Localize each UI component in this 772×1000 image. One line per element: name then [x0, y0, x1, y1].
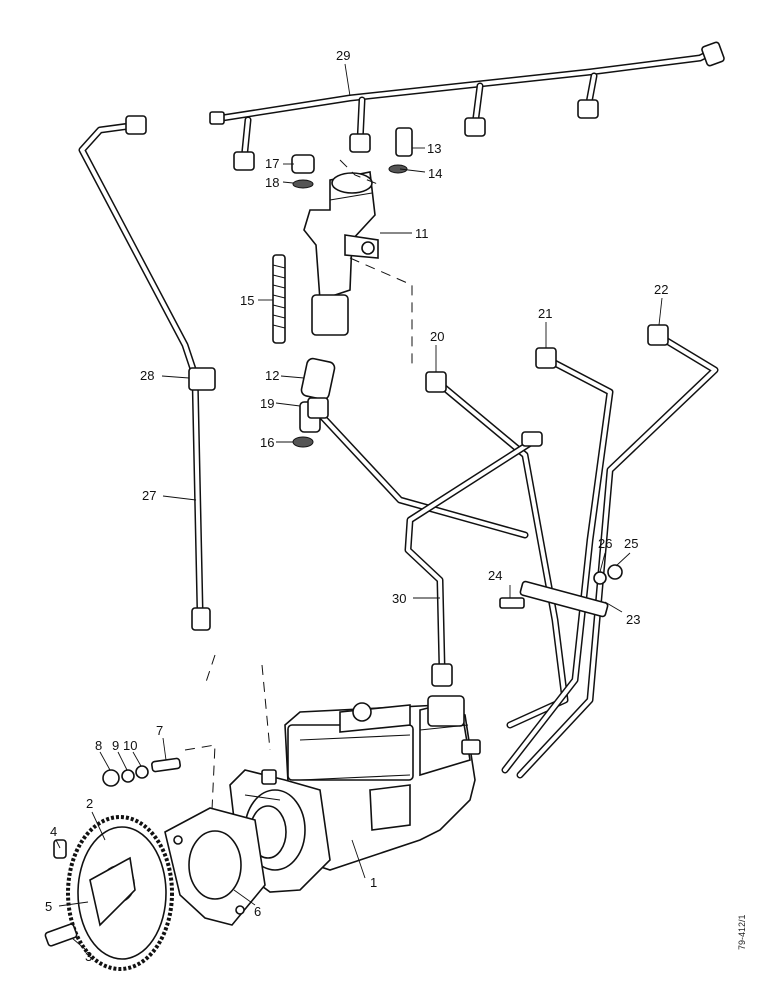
pipe-clamp-23: [519, 580, 609, 618]
washer-14: [388, 164, 408, 174]
callout-1: 1: [370, 875, 377, 890]
callout-21: 21: [538, 306, 552, 321]
callout-14: 14: [428, 166, 442, 181]
pipe-clip-28: [188, 367, 216, 391]
callout-2: 2: [86, 796, 93, 811]
callout-25: 25: [624, 536, 638, 551]
callout-19: 19: [260, 396, 274, 411]
callout-23: 23: [626, 612, 640, 627]
callout-4: 4: [50, 824, 57, 839]
key-4: [53, 839, 67, 859]
callout-5: 5: [45, 899, 52, 914]
leak-off-pipe-29: [209, 41, 725, 171]
hub-plate-5: [89, 856, 136, 927]
washer-10: [135, 765, 149, 779]
union-13: [395, 127, 413, 157]
washer-26: [593, 571, 607, 585]
callout-29: 29: [336, 48, 350, 63]
callout-13: 13: [427, 141, 441, 156]
callout-7: 7: [156, 723, 163, 738]
pipe-27: [78, 115, 211, 631]
leader-lines: [55, 63, 663, 951]
washer-18: [292, 179, 314, 189]
callout-3: 3: [85, 949, 92, 964]
callout-22: 22: [654, 282, 668, 297]
bolt-24: [499, 597, 525, 609]
callout-11: 11: [415, 226, 429, 241]
callout-9: 9: [112, 738, 119, 753]
nut-8: [102, 769, 120, 787]
washer-9: [121, 769, 135, 783]
pipe-nut-20: [425, 371, 447, 393]
pipe-nut-19: [307, 397, 329, 419]
callout-10: 10: [123, 738, 137, 753]
adaptor-plate-6: [164, 807, 266, 926]
pipe-nut-21: [535, 347, 557, 369]
callout-28: 28: [140, 368, 154, 383]
callout-6: 6: [254, 904, 261, 919]
nozzle-12: [300, 357, 336, 401]
callout-16: 16: [260, 435, 274, 450]
drawing-reference-code: 79-412/1: [737, 914, 747, 950]
injector-11: [303, 171, 379, 336]
callout-labels: 1 2 3 4 5 6 7 8 9 10 11 12 13 14 15 16 1…: [45, 48, 668, 964]
nut-25: [607, 564, 623, 580]
stud-15: [272, 254, 286, 344]
washer-16: [292, 436, 314, 448]
callout-17: 17: [265, 156, 279, 171]
bolt-3: [44, 923, 78, 947]
callout-8: 8: [95, 738, 102, 753]
pipe-nut-22: [647, 324, 669, 346]
callout-27: 27: [142, 488, 156, 503]
callout-12: 12: [265, 368, 279, 383]
callout-30: 30: [392, 591, 406, 606]
callout-15: 15: [240, 293, 254, 308]
callout-26: 26: [598, 536, 612, 551]
nut-17: [291, 154, 315, 174]
callout-24: 24: [488, 568, 502, 583]
callout-18: 18: [265, 175, 279, 190]
callout-20: 20: [430, 329, 444, 344]
stud-7: [151, 757, 181, 773]
pipe-nut-30: [431, 663, 453, 687]
